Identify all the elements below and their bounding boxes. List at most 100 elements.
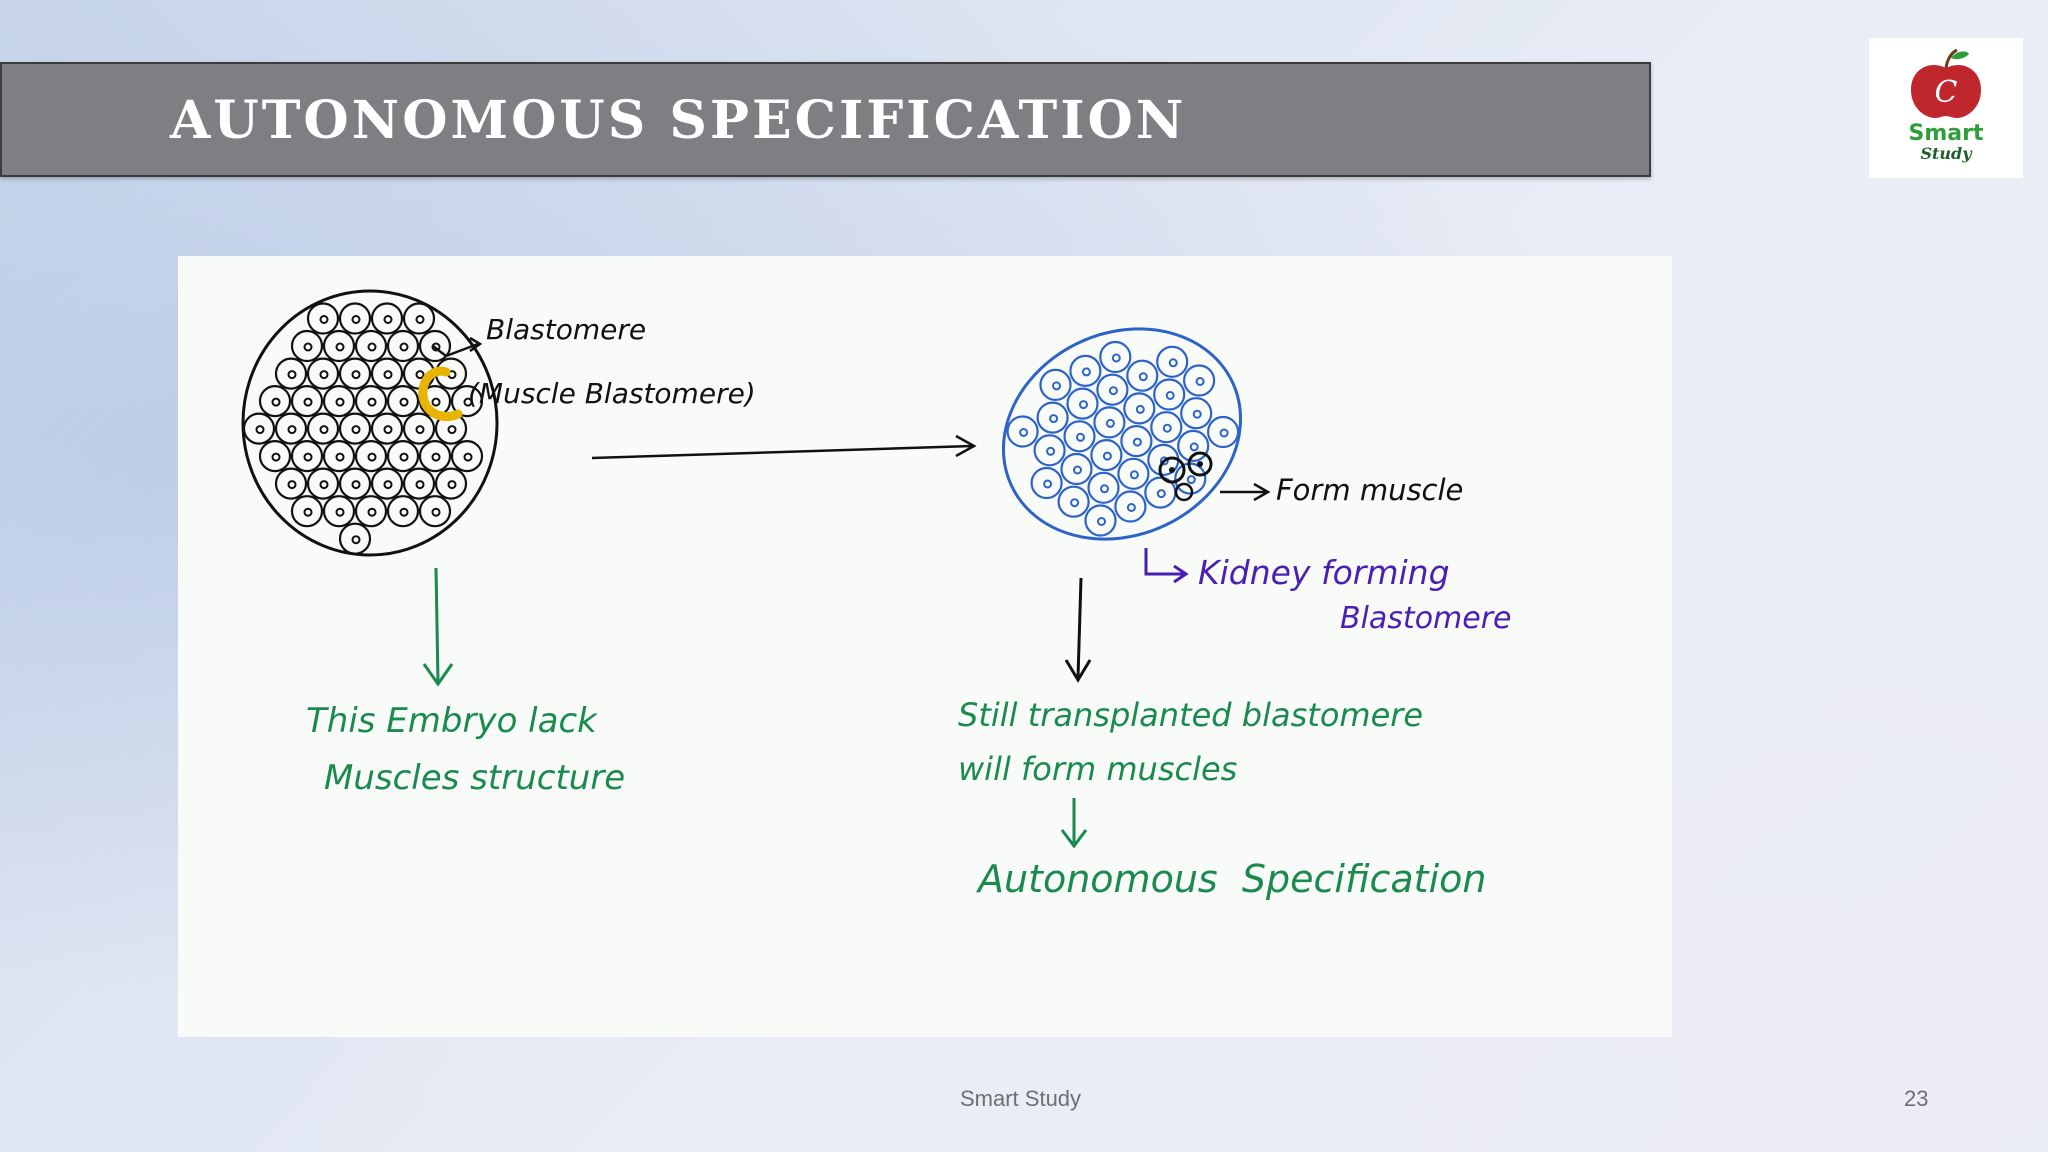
left-result-line2: Muscles structure: [324, 758, 625, 798]
cell-nucleus: [367, 397, 377, 407]
muscle-cell-2: [1187, 451, 1213, 477]
cell-nucleus: [1138, 372, 1148, 382]
cell-nucleus: [1189, 442, 1199, 452]
cell-membrane: [1099, 340, 1132, 374]
cell-nucleus: [431, 452, 441, 462]
smart-study-logo: C Smart Study: [1869, 38, 2023, 178]
cell-membrane: [354, 440, 388, 473]
cell-nucleus: [431, 507, 441, 517]
cell-nucleus: [367, 342, 377, 352]
cell-nucleus: [351, 535, 361, 545]
cell-membrane: [402, 412, 436, 445]
cell-nucleus: [335, 397, 345, 407]
logo-line2: Study: [1920, 144, 1973, 163]
footer-brand: Smart Study: [960, 1086, 1082, 1111]
muscle-cell-1: [1158, 456, 1186, 484]
cell-membrane: [1123, 392, 1156, 425]
cell-nucleus: [415, 370, 425, 380]
left-down-arrow: [434, 567, 440, 683]
cell-nucleus: [351, 425, 361, 435]
cell-nucleus: [303, 507, 313, 517]
cell-nucleus: [1156, 489, 1166, 499]
cell-nucleus: [1049, 414, 1059, 424]
cell-membrane: [274, 467, 308, 500]
cell-membrane: [290, 329, 324, 363]
cell-nucleus: [271, 397, 281, 407]
cell-nucleus: [1165, 391, 1175, 400]
cell-membrane: [1063, 420, 1096, 453]
cell-nucleus: [1135, 404, 1145, 414]
blastomere-pointer-arrow: [432, 342, 479, 358]
cell-nucleus: [447, 480, 457, 490]
cell-membrane: [1206, 415, 1240, 449]
cell-membrane: [322, 440, 356, 473]
cell-membrane: [1177, 429, 1210, 462]
cell-nucleus: [399, 452, 409, 462]
cell-membrane: [322, 385, 356, 418]
cell-nucleus: [319, 315, 329, 324]
label-form-muscle: Form muscle: [1276, 473, 1463, 507]
cell-nucleus: [463, 397, 473, 407]
label-blastomere: Blastomere: [486, 313, 646, 346]
cell-nucleus: [1046, 446, 1056, 456]
kidney-pointer-arrow: [1144, 548, 1184, 576]
cell-nucleus: [399, 397, 409, 407]
cell-membrane: [370, 302, 404, 335]
cell-membrane: [1120, 425, 1153, 458]
cell-nucleus: [351, 370, 361, 380]
label-muscle-blastomere: (Muscle Blastomere): [468, 377, 756, 410]
cell-membrane: [418, 495, 452, 528]
cell-nucleus: [319, 370, 329, 380]
cell-membrane: [258, 385, 292, 418]
cell-nucleus: [399, 342, 409, 352]
cell-nucleus: [431, 397, 441, 407]
left-embryo: [241, 289, 499, 557]
cell-membrane: [1033, 434, 1066, 467]
slide-title: AUTONOMOUS SPECIFICATION: [170, 90, 1187, 151]
cell-nucleus: [335, 507, 345, 517]
cell-nucleus: [1100, 484, 1109, 494]
cell-nucleus: [351, 480, 361, 490]
cell-membrane: [1066, 387, 1099, 420]
cell-membrane: [1117, 457, 1150, 490]
cell-nucleus: [1102, 451, 1112, 461]
cell-membrane: [1060, 452, 1093, 486]
right-result-line1: Still transplanted blastomere: [958, 696, 1423, 734]
cell-membrane: [338, 467, 372, 500]
muscle-blastomere-highlight: [418, 366, 463, 421]
cell-membrane: [434, 467, 468, 500]
cell-membrane: [418, 440, 452, 473]
cell-nucleus: [1195, 377, 1205, 386]
cell-membrane: [1030, 466, 1063, 500]
cell-membrane: [306, 467, 340, 500]
cell-membrane: [386, 385, 420, 418]
cell-nucleus: [1073, 465, 1082, 475]
conclusion-text: Autonomous Specification: [975, 857, 1486, 901]
logo-line1: Smart: [1909, 121, 1984, 146]
cell-nucleus: [1108, 386, 1118, 396]
cell-nucleus: [255, 425, 265, 435]
cell-membrane: [1182, 364, 1216, 397]
cell-nucleus: [303, 452, 313, 462]
transplant-arrow: [591, 444, 973, 460]
cell-membrane: [1057, 485, 1090, 518]
diagram-canvas: Blastomere (Muscle Blastomere) Form musc…: [241, 289, 1512, 901]
cell-nucleus: [399, 507, 409, 517]
cell-nucleus: [463, 452, 473, 462]
cell-membrane: [1096, 373, 1129, 406]
cell-membrane: [290, 440, 324, 473]
cell-membrane: [274, 412, 308, 445]
cell-nucleus: [1162, 423, 1172, 433]
cell-membrane: [1180, 397, 1213, 430]
cell-nucleus: [367, 507, 377, 517]
cell-nucleus: [1052, 381, 1061, 391]
cell-nucleus: [1129, 470, 1139, 480]
cell-nucleus: [447, 425, 457, 435]
cell-membrane: [1126, 359, 1159, 392]
cell-nucleus: [415, 425, 425, 435]
cell-membrane: [1093, 406, 1126, 439]
cell-membrane: [402, 302, 436, 335]
label-kidney-line2: Blastomere: [1340, 601, 1512, 636]
logo-graphic: C Smart Study: [1909, 48, 1984, 163]
right-result-line2: will form muscles: [958, 750, 1237, 788]
